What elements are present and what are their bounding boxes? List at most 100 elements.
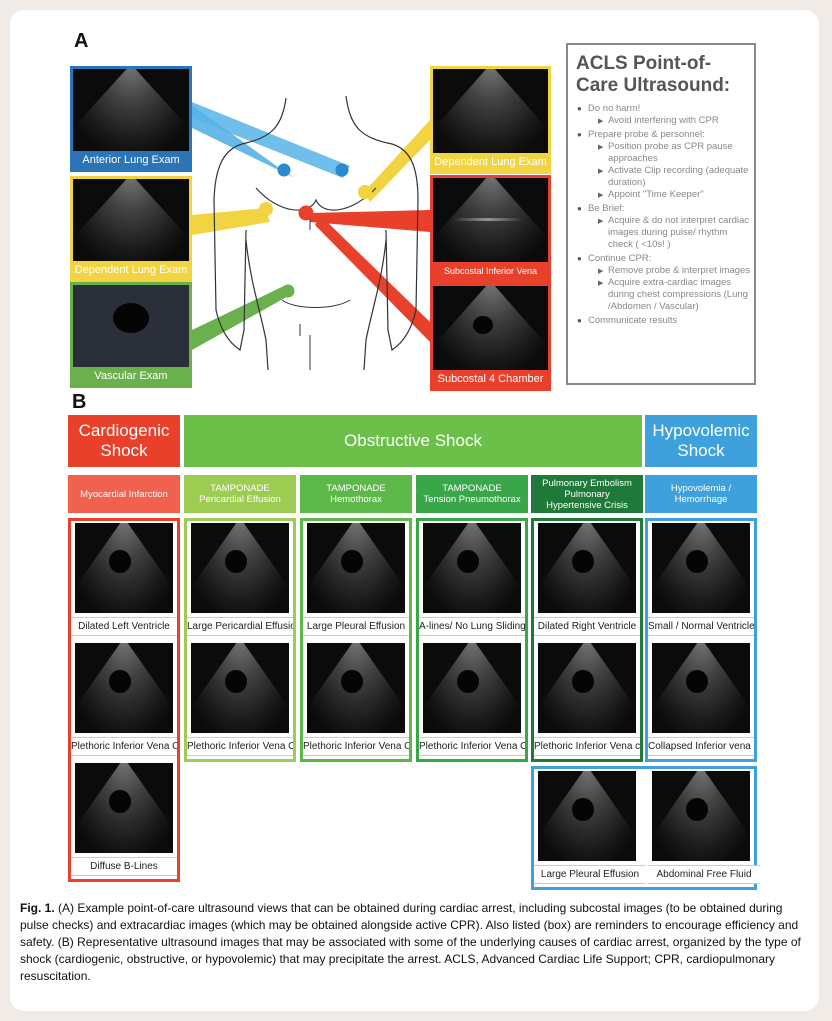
acls-item: Acquire & do not interpret cardiac image… — [568, 215, 754, 251]
tile-label: Dependent Lung Exam — [73, 261, 189, 279]
tile-subcostal-4-chamber: Subcostal 4 Chamber — [430, 283, 551, 391]
connector-4chamber — [315, 215, 430, 342]
acls-item: Continue CPR: — [568, 253, 754, 265]
acls-item: Position probe as CPR pause approaches — [568, 141, 754, 165]
image-caption: Plethoric Inferior Vena Cava — [71, 737, 177, 756]
acls-title: ACLS Point-of-Care Ultrasound: — [576, 53, 731, 96]
tile-label: Anterior Lung Exam — [73, 151, 189, 169]
ultrasound-image — [75, 643, 173, 733]
dot-dependent-right — [358, 185, 372, 199]
shock-type-obstructive: Obstructive Shock — [184, 415, 642, 467]
acls-list: Do no harm!Avoid interfering with CPRPre… — [568, 103, 754, 327]
ultrasound-image — [307, 643, 405, 733]
tile-dependent-lung-right: Dependent Lung Exam — [430, 66, 551, 174]
column-header: TAMPONADE Pericardial Effusion — [184, 475, 296, 513]
panel-b-letter: B — [72, 391, 87, 413]
shock-type-cardiogenic: Cardiogenic Shock — [68, 415, 180, 467]
column-header: Pulmonary Embolism Pulmonary Hypertensiv… — [531, 475, 643, 513]
image-caption: Dilated Left Ventricle — [71, 617, 177, 636]
ultrasound-image — [652, 643, 750, 733]
extra-image-cell: Large Pleural Effusion — [534, 769, 646, 889]
tile-label: Dependent Lung Exam — [433, 153, 548, 171]
connector-vascular — [192, 285, 290, 350]
connector-dependent-right — [364, 120, 430, 202]
acls-item: Remove probe & interpret images — [568, 265, 754, 278]
ultrasound-image — [75, 763, 173, 853]
figure-caption: Fig. 1. (A) Example point-of-care ultras… — [20, 900, 810, 985]
connector-anterior-right — [192, 102, 350, 178]
column-header: Hypovolemia / Hemorrhage — [645, 475, 757, 513]
dot-cardiac — [298, 205, 314, 221]
image-caption: A-lines/ No Lung Sliding — [419, 617, 525, 636]
image-caption: Small / Normal Ventricles — [648, 617, 754, 636]
acls-item: Communicate results — [568, 315, 754, 327]
ultrasound-image — [75, 523, 173, 613]
ultrasound-image — [73, 179, 189, 261]
extra-image-cell: Abdominal Free Fluid — [648, 769, 760, 889]
dot-vascular — [281, 284, 295, 298]
tile-anterior-lung: Anterior Lung Exam — [70, 66, 192, 172]
dot-dependent-left — [259, 202, 273, 216]
image-caption: Abdominal Free Fluid — [648, 865, 760, 884]
image-caption: Large Pleural Effusion — [534, 865, 646, 884]
figure-frame: A Anterior Lung Exam Dependent Lun — [10, 10, 819, 1011]
ultrasound-image — [423, 523, 521, 613]
ultrasound-image — [538, 771, 636, 861]
ultrasound-image — [433, 178, 548, 262]
ultrasound-image — [423, 643, 521, 733]
dot-anterior-left — [277, 163, 291, 177]
acls-reminder-box: ACLS Point-of-Care Ultrasound: Do no har… — [566, 43, 756, 385]
ultrasound-image — [433, 286, 548, 370]
ultrasound-image — [191, 523, 289, 613]
column-header: TAMPONADE Hemothorax — [300, 475, 412, 513]
ultrasound-image — [191, 643, 289, 733]
image-caption: Plethoric Inferior Vena Cava — [419, 737, 525, 756]
panel-a-letter: A — [74, 30, 89, 52]
acls-item: Appoint "Time Keeper" — [568, 189, 754, 202]
image-caption: Large Pleural Effusion — [303, 617, 409, 636]
image-caption: Plethoric Inferior Vena Cava — [187, 737, 293, 756]
ultrasound-image — [433, 69, 548, 153]
ultrasound-image — [538, 523, 636, 613]
acls-item: Do no harm! — [568, 103, 754, 115]
image-caption: Collapsed Inferior vena cava — [648, 737, 754, 756]
torso-diagram — [192, 95, 430, 371]
tile-subcostal-ivc: Subcostal Inferior Vena Cava — [430, 175, 551, 294]
tile-label: Subcostal 4 Chamber — [433, 370, 548, 388]
ultrasound-image — [73, 285, 189, 367]
connector-dependent-left — [192, 208, 270, 235]
image-caption: Plethoric Inferior Vena cava — [534, 737, 640, 756]
ultrasound-image — [652, 771, 750, 861]
image-caption: Dilated Right Ventricle — [534, 617, 640, 636]
image-caption: Plethoric Inferior Vena Cava — [303, 737, 409, 756]
image-caption: Diffuse B-Lines — [71, 857, 177, 876]
dot-anterior-right — [335, 163, 349, 177]
acls-item: Activate Clip recording (adequate durati… — [568, 165, 754, 189]
acls-item: Acquire extra-cardiac images during ches… — [568, 277, 754, 313]
ultrasound-image — [652, 523, 750, 613]
tile-label: Subcostal Inferior Vena Cava — [433, 262, 548, 294]
ultrasound-image — [538, 643, 636, 733]
caption-text: (A) Example point-of-care ultrasound vie… — [20, 901, 801, 983]
column-header: Myocardial Infarction — [68, 475, 180, 513]
ultrasound-image — [73, 69, 189, 151]
tile-dependent-lung-left: Dependent Lung Exam — [70, 176, 192, 282]
image-caption: Large Pericardial Effusion — [187, 617, 293, 636]
ultrasound-image — [307, 523, 405, 613]
acls-item: Avoid interfering with CPR — [568, 115, 754, 128]
tile-vascular: Vascular Exam — [70, 282, 192, 388]
acls-item: Prepare probe & personnel: — [568, 129, 754, 141]
column-header: TAMPONADE Tension Pneumothorax — [416, 475, 528, 513]
tile-label: Vascular Exam — [73, 367, 189, 385]
figure-number: Fig. 1. — [20, 901, 55, 915]
connector-ivc — [310, 210, 430, 232]
acls-item: Be Brief: — [568, 203, 754, 215]
shock-type-hypovolemic: Hypovolemic Shock — [645, 415, 757, 467]
